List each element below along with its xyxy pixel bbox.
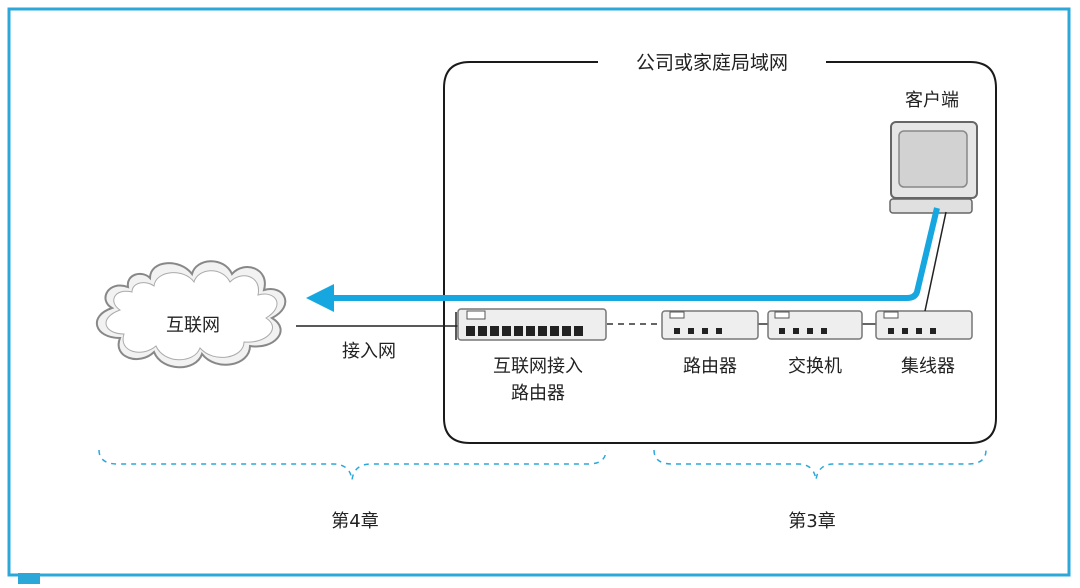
lan-box: 公司或家庭局域网 [443, 52, 997, 444]
internet-label: 互联网 [166, 315, 220, 336]
lan-title: 公司或家庭局域网 [636, 52, 788, 74]
internet-cloud: 互联网 [95, 260, 287, 369]
outer-frame [7, 7, 1071, 577]
hub-label: 集线器 [901, 356, 955, 377]
access-network-label: 接入网 [342, 341, 396, 362]
chapter-4-bracket: 第4章 [98, 449, 607, 532]
client-label: 客户端 [905, 90, 959, 111]
corner-mark [18, 573, 40, 584]
chapter-4-label: 第4章 [331, 511, 378, 532]
access-router-label-line2: 路由器 [511, 383, 565, 404]
hub-device: 集线器 [875, 310, 973, 377]
chapter-3-label: 第3章 [788, 511, 835, 532]
access-router-device: 互联网接入 路由器 [457, 308, 607, 404]
switch-label: 交换机 [788, 356, 842, 377]
data-flow-arrow [306, 207, 940, 312]
monitor-base [889, 198, 973, 214]
client-hub-cable [924, 211, 947, 312]
switch-device: 交换机 [767, 310, 863, 377]
chapter-3-bracket: 第3章 [653, 449, 987, 532]
router-label: 路由器 [683, 356, 737, 377]
router-device: 路由器 [661, 310, 759, 377]
arrowhead-icon [306, 284, 334, 312]
client-computer: 客户端 [889, 90, 978, 214]
monitor-screen [898, 130, 968, 188]
access-router-label-line1: 互联网接入 [493, 356, 583, 377]
